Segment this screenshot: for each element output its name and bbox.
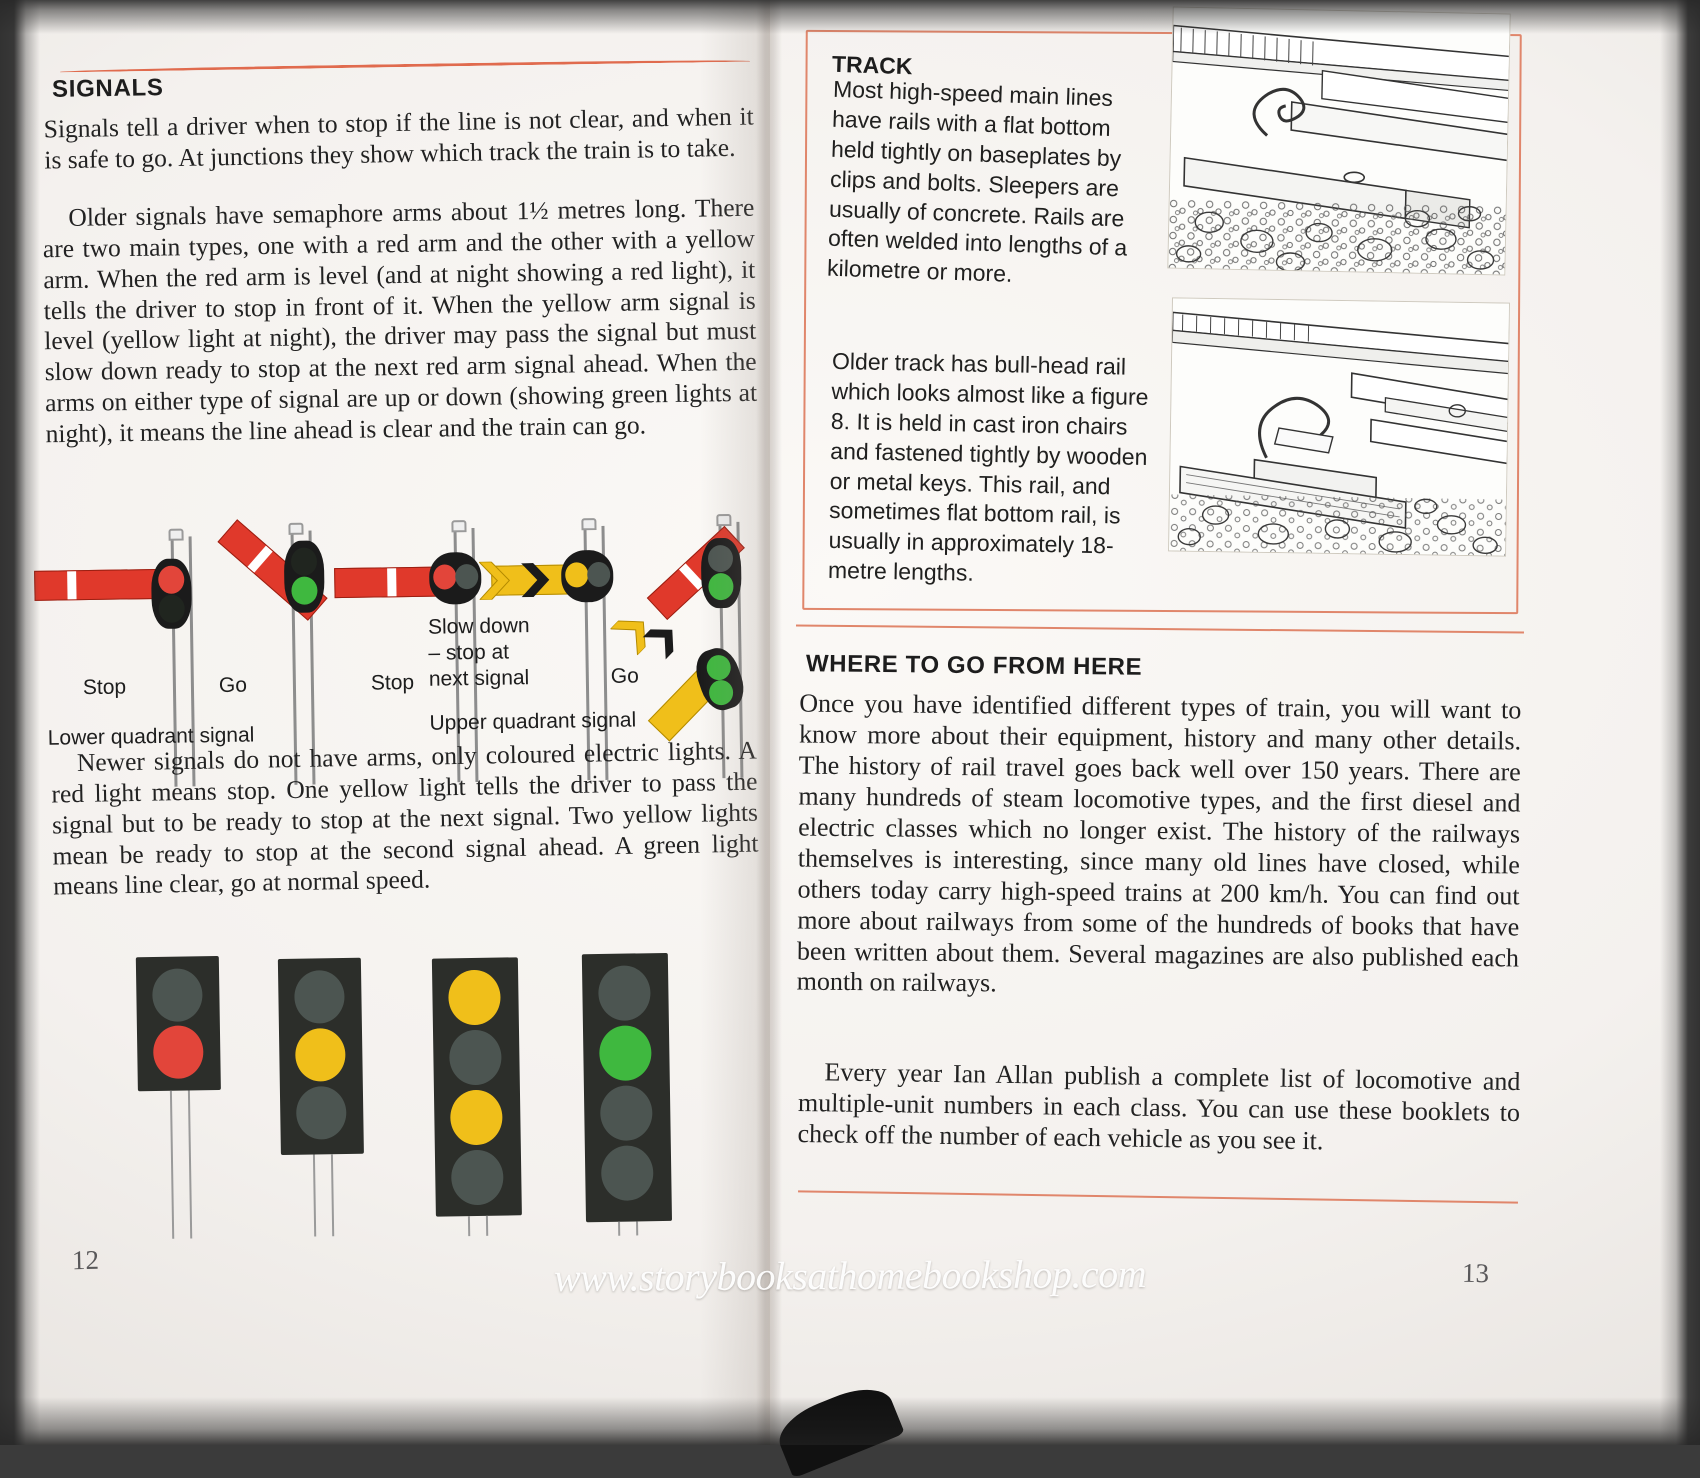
distant-arm-notch-icon	[479, 561, 520, 600]
semaphore-signal-6	[28, 499, 788, 511]
signals-heading: SIGNALS	[52, 74, 164, 104]
track-paragraph-2: Older track has bull-head rail which loo…	[828, 347, 1155, 592]
signals-paragraph-2: Older signals have semaphore arms about …	[42, 193, 758, 450]
semaphore-signal-4	[28, 499, 788, 511]
where-to-go-heading: WHERE TO GO FROM HERE	[806, 650, 1142, 682]
colour-light-signal-diagram	[28, 929, 793, 1261]
semaphore-label-stop-1: Stop	[83, 674, 127, 701]
colour-light-signal-1	[28, 929, 788, 941]
semaphore-signal-diagram: Stop Go Stop Slow down – stop at next si…	[28, 499, 792, 751]
section-rule-bottom	[798, 1190, 1518, 1203]
signals-paragraph-3: Newer signals do not have arms, only col…	[51, 736, 760, 903]
semaphore-label-stop-2: Stop	[371, 670, 415, 697]
semaphore-label-slow-down: Slow down – stop at next signal	[428, 613, 547, 693]
semaphore-signal-5	[28, 499, 788, 511]
semaphore-signal-2	[28, 499, 788, 511]
book-spread: SIGNALS Signals tell a driver when to st…	[0, 0, 1700, 1445]
distant-arm-chevron-icon	[519, 563, 552, 597]
semaphore-signal-3	[28, 499, 788, 511]
semaphore-label-go-2: Go	[611, 663, 639, 689]
top-rule-left	[60, 59, 750, 73]
left-page: SIGNALS Signals tell a driver when to st…	[30, 0, 770, 1445]
right-page: TRACK Most high-speed main lines have ra…	[782, 0, 1542, 1445]
section-rule-top	[796, 625, 1524, 634]
caption-upper-quadrant: Upper quadrant signal	[429, 707, 636, 736]
page-number-right: 13	[1462, 1258, 1490, 1289]
signals-paragraph-1: Signals tell a driver when to stop if th…	[43, 101, 754, 176]
page-number-left: 12	[72, 1245, 100, 1276]
colour-light-signal-4	[28, 929, 788, 941]
colour-light-signal-3	[28, 929, 788, 941]
colour-light-signal-2	[28, 929, 788, 941]
where-to-go-paragraph-2: Every year Ian Allan publish a complete …	[797, 1057, 1520, 1160]
where-to-go-paragraph-1: Once you have identified different types…	[797, 689, 1522, 1005]
semaphore-signal-1	[28, 499, 788, 511]
bull-head-rail-illustration	[1168, 297, 1510, 556]
flat-bottom-rail-illustration	[1167, 6, 1510, 275]
semaphore-label-go-1: Go	[219, 673, 247, 699]
track-paragraph-1: Most high-speed main lines have rails wi…	[827, 75, 1154, 295]
